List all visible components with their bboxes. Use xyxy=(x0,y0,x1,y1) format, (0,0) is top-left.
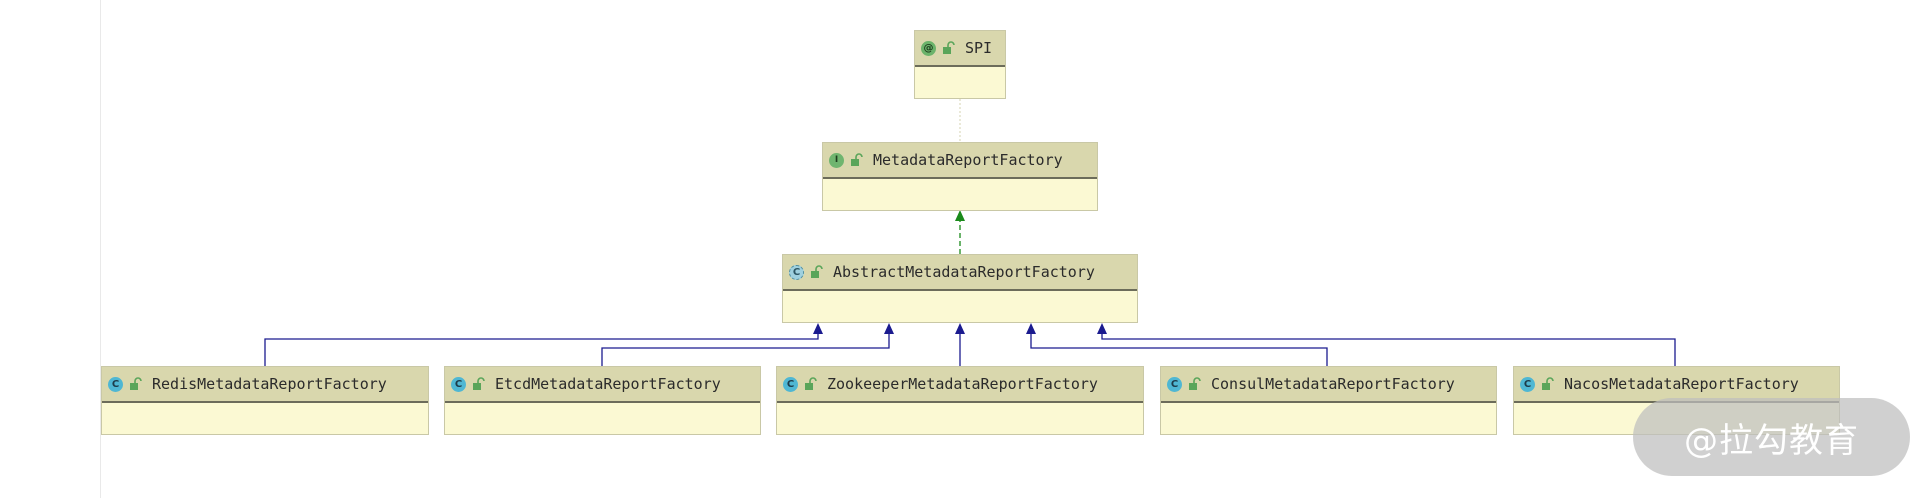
public-visibility-icon xyxy=(1542,377,1554,390)
nacos-arrowhead xyxy=(1097,323,1107,334)
public-visibility-icon xyxy=(473,377,485,390)
uml-node-header: @ SPI xyxy=(915,31,1005,67)
class-icon: C xyxy=(108,376,123,392)
public-visibility-icon xyxy=(1189,377,1201,390)
node-name: RedisMetadataReportFactory xyxy=(152,375,387,393)
public-visibility-icon xyxy=(811,265,823,278)
uml-node-header: C ZookeeperMetadataReportFactory xyxy=(777,367,1143,403)
node-name: ConsulMetadataReportFactory xyxy=(1211,375,1455,393)
annotation-icon: @ xyxy=(921,40,936,56)
uml-node-header: C ConsulMetadataReportFactory xyxy=(1161,367,1496,403)
uml-node-header: C RedisMetadataReportFactory xyxy=(102,367,428,403)
edge-consul-extends-abstract xyxy=(1030,334,1328,366)
etcd-arrowhead xyxy=(884,323,894,334)
redis-arrowhead xyxy=(813,323,823,334)
edge-redis-extends-abstract xyxy=(264,334,819,366)
node-name: EtcdMetadataReportFactory xyxy=(495,375,721,393)
watermark-text: @拉勾教育 xyxy=(1684,420,1859,461)
edge-nacos-extends-abstract xyxy=(1101,334,1676,366)
public-visibility-icon xyxy=(805,377,817,390)
uml-node-spi[interactable]: @ SPI xyxy=(914,30,1006,99)
node-name: AbstractMetadataReportFactory xyxy=(833,263,1095,281)
node-name: NacosMetadataReportFactory xyxy=(1564,375,1799,393)
node-name: SPI xyxy=(965,39,993,57)
abstract-class-icon: C xyxy=(789,264,804,280)
uml-node-etcd-metadata-report-factory[interactable]: C EtcdMetadataReportFactory xyxy=(444,366,761,435)
uml-node-header: I MetadataReportFactory xyxy=(823,143,1097,179)
watermark: @拉勾教育 xyxy=(1633,398,1910,476)
uml-node-consul-metadata-report-factory[interactable]: C ConsulMetadataReportFactory xyxy=(1160,366,1497,435)
uml-node-metadata-report-factory[interactable]: I MetadataReportFactory xyxy=(822,142,1098,211)
consul-arrowhead xyxy=(1026,323,1036,334)
interface-icon: I xyxy=(829,152,844,168)
node-name: ZookeeperMetadataReportFactory xyxy=(827,375,1098,393)
uml-node-abstract-metadata-report-factory[interactable]: C AbstractMetadataReportFactory xyxy=(782,254,1138,323)
public-visibility-icon xyxy=(851,153,863,166)
uml-node-header: C AbstractMetadataReportFactory xyxy=(783,255,1137,291)
public-visibility-icon xyxy=(943,41,955,54)
public-visibility-icon xyxy=(130,377,142,390)
edge-etcd-extends-abstract xyxy=(601,334,890,366)
page-edge-rule xyxy=(100,0,101,498)
uml-node-zookeeper-metadata-report-factory[interactable]: C ZookeeperMetadataReportFactory xyxy=(776,366,1144,435)
implements-arrowhead xyxy=(955,210,965,221)
uml-node-header: C NacosMetadataReportFactory xyxy=(1514,367,1839,403)
uml-node-header: C EtcdMetadataReportFactory xyxy=(445,367,760,403)
class-icon: C xyxy=(1520,376,1535,392)
uml-node-redis-metadata-report-factory[interactable]: C RedisMetadataReportFactory xyxy=(101,366,429,435)
node-name: MetadataReportFactory xyxy=(873,151,1063,169)
class-icon: C xyxy=(451,376,466,392)
zookeeper-arrowhead xyxy=(955,323,965,334)
class-icon: C xyxy=(1167,376,1182,392)
class-icon: C xyxy=(783,376,798,392)
